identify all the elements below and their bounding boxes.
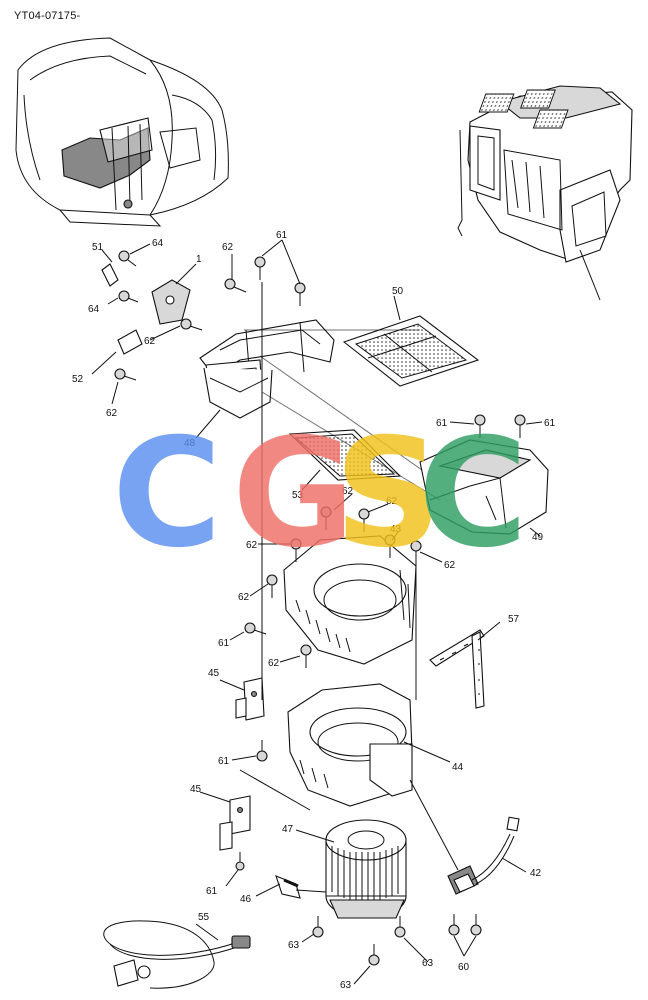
callout-62: 62: [268, 658, 280, 669]
connector-46: [275, 875, 327, 899]
callout-55: 55: [198, 912, 210, 923]
bracket-45-lower: [219, 795, 251, 851]
callout-43: 43: [390, 524, 402, 535]
case-49: [419, 439, 549, 535]
callout-60: 60: [458, 962, 470, 973]
callout-61: 61: [218, 638, 230, 649]
fastener-screws: [114, 250, 526, 966]
callout-61: 61: [206, 886, 218, 897]
clip-52: [117, 329, 143, 355]
callout-63: 63: [288, 940, 300, 951]
vehicle-location-sketch: [15, 37, 229, 227]
callout-64: 64: [152, 238, 164, 249]
blower-motor-47: [325, 819, 407, 919]
callout-52: 52: [72, 374, 84, 385]
callout-62: 62: [222, 242, 234, 253]
callout-50: 50: [392, 286, 404, 297]
watermark-letter-4: C: [418, 407, 528, 581]
watermark: C G S C: [112, 407, 528, 581]
bracket-1: [151, 279, 191, 325]
callout-45: 45: [190, 784, 202, 795]
blower-upper-case-43: [283, 535, 417, 665]
hvac-unit-overview: [457, 85, 633, 301]
watermark-letter-3: S: [334, 407, 442, 581]
callout-44: 44: [452, 762, 464, 773]
callout-57: 57: [508, 614, 520, 625]
callout-62: 62: [106, 408, 118, 419]
callout-61: 61: [436, 418, 448, 429]
callout-47: 47: [282, 824, 294, 835]
callout-61: 61: [218, 756, 230, 767]
filter-50: [342, 315, 480, 387]
callout-53: 53: [292, 490, 304, 501]
clip-51: [101, 263, 119, 287]
watermark-letter-1: C: [112, 407, 222, 581]
callout-42: 42: [530, 868, 542, 879]
callout-63: 63: [340, 980, 352, 991]
callout-labels: 51 64 1 62 61 50 64 62 52 62 48 61 61 53…: [72, 230, 556, 991]
callout-62: 62: [386, 496, 398, 507]
callout-1: 1: [196, 254, 202, 265]
leader-lines: [91, 239, 543, 985]
callout-62: 62: [444, 560, 456, 571]
callout-62: 62: [246, 540, 258, 551]
drawing-code: YT04-07175-: [14, 10, 81, 22]
callout-61: 61: [276, 230, 288, 241]
wire-harness-55: [103, 920, 251, 989]
callout-45: 45: [208, 668, 220, 679]
callout-61: 61: [544, 418, 556, 429]
callout-62: 62: [238, 592, 250, 603]
callout-62: 62: [144, 336, 156, 347]
seal-57: [429, 629, 485, 709]
bracket-45-upper: [235, 677, 265, 721]
bracket-48: [203, 367, 273, 419]
watermark-letter-2: G: [232, 407, 355, 581]
resistor-42: [447, 816, 520, 895]
callout-51: 51: [92, 242, 104, 253]
callout-62: 62: [342, 486, 354, 497]
callout-64: 64: [88, 304, 100, 315]
callout-46: 46: [240, 894, 252, 905]
callout-48: 48: [184, 438, 196, 449]
callout-49: 49: [532, 532, 544, 543]
blower-lower-case-44: [287, 683, 413, 807]
callout-63: 63: [422, 958, 434, 969]
